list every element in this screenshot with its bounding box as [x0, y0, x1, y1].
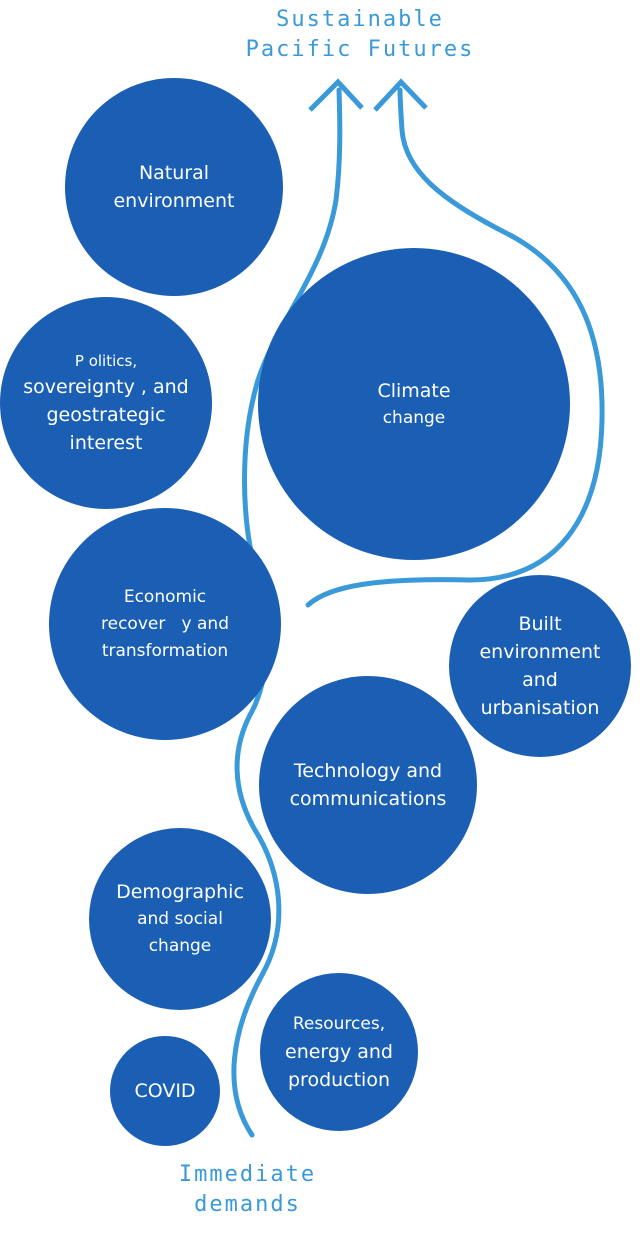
circle-politics: P olitics, sovereignty , and geostrategi… [0, 297, 212, 509]
circle-label: change [382, 407, 446, 428]
circle-label: P olitics, [74, 351, 138, 370]
heading-sustainable-futures: Sustainable Pacific Futures [245, 5, 475, 65]
circle-label: change [148, 936, 212, 956]
heading-immediate-demands: Immediate demands [155, 1160, 340, 1220]
circle-resources: Resources, energy and production [260, 973, 418, 1131]
heading-top-line1: Sustainable [276, 7, 444, 32]
circle-climate-change: Climate change [258, 248, 570, 560]
circle-label: Technology and [293, 760, 443, 782]
circle-label: Demographic [116, 881, 244, 903]
circle-label: urbanisation [480, 697, 600, 719]
circle-demographic: Demographic and social change [89, 828, 271, 1010]
circle-label: Climate [377, 379, 451, 402]
left-arrowhead [308, 78, 364, 112]
circle-label: Natural [138, 162, 210, 184]
circle-label: Economic [123, 586, 207, 607]
heading-top-line2: Pacific Futures [245, 37, 475, 62]
right-arrowhead [373, 78, 428, 112]
circle-label: Resources, [292, 1013, 386, 1034]
heading-bottom-line2: demands [194, 1192, 301, 1217]
circle-label: sovereignty , and [23, 375, 189, 398]
circle-label: interest [69, 431, 143, 454]
circle-natural-environment: Natural environment [65, 78, 283, 296]
circle-label: and [522, 669, 558, 691]
circle-label: environment [113, 190, 235, 212]
circle-label: Built [518, 613, 562, 635]
circle-label: and social [137, 909, 223, 929]
right-arrow-path [305, 87, 605, 608]
circle-label: communications [289, 788, 447, 810]
circle-label: COVID [134, 1080, 196, 1102]
circle-built-environment: Built environment and urbanisation [449, 575, 631, 757]
circle-label: recover y and [101, 613, 229, 634]
circle-label: transformation [101, 640, 229, 661]
circle-label: energy and [285, 1040, 393, 1063]
circle-label: production [287, 1068, 391, 1091]
circle-economic-recovery: Economic recover y and transformation [49, 508, 281, 740]
circle-covid: COVID [110, 1036, 220, 1146]
heading-bottom-line1: Immediate [178, 1162, 317, 1187]
circle-label: environment [479, 641, 601, 663]
circle-technology: Technology and communications [259, 676, 477, 894]
circle-label: geostrategic [46, 403, 166, 426]
